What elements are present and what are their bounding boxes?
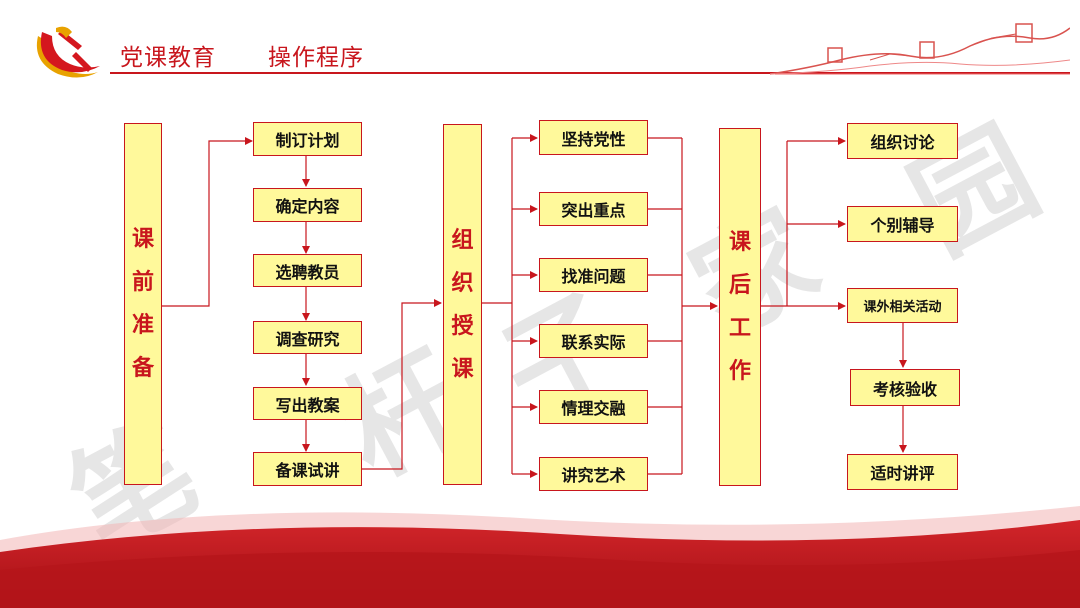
task-box: 个别辅导 — [847, 206, 958, 242]
point-box: 坚持党性 — [539, 120, 648, 155]
stage-box-teach: 组 织 授 课 — [443, 124, 482, 485]
header-title-right: 操作程序 — [268, 45, 364, 71]
step-box: 选聘教员 — [253, 254, 362, 287]
stage-label-char: 准 — [131, 313, 154, 338]
point-box: 讲究艺术 — [539, 457, 648, 491]
stage-label-char: 授 — [451, 313, 474, 339]
stage-label-char: 作 — [728, 359, 751, 384]
footer-wave — [0, 506, 1080, 608]
stage-label-char: 织 — [451, 270, 474, 296]
point-box: 找准问题 — [539, 258, 648, 292]
step-box: 写出教案 — [253, 387, 362, 420]
stage-label-char: 组 — [451, 227, 474, 253]
stage-box-prep: 课 前 准 备 — [124, 123, 162, 485]
header: 党课教育 操作程序 — [0, 0, 1080, 80]
step-box: 备课试讲 — [253, 452, 362, 486]
step-box: 确定内容 — [253, 188, 362, 222]
hammer-sickle-icon — [36, 26, 100, 78]
stage-label-char: 工 — [728, 316, 751, 341]
step-box: 调查研究 — [253, 321, 362, 354]
task-box: 课外相关活动 — [847, 288, 958, 323]
stage-label-char: 前 — [131, 270, 154, 295]
point-box: 情理交融 — [539, 390, 648, 424]
great-wall-icon — [770, 23, 1070, 75]
step-box: 制订计划 — [253, 122, 362, 156]
stage-label-char: 备 — [131, 356, 154, 381]
header-title-left: 党课教育 — [120, 45, 216, 71]
stage-label-char: 课 — [451, 356, 474, 382]
task-box: 组织讨论 — [847, 123, 958, 159]
header-underline — [110, 72, 1070, 74]
stage-box-after: 课 后 工 作 — [719, 128, 761, 486]
stage-label-char: 课 — [728, 230, 751, 255]
task-box: 考核验收 — [850, 369, 960, 406]
task-box: 适时讲评 — [847, 454, 958, 490]
point-box: 联系实际 — [539, 324, 648, 358]
stage-label-char: 课 — [131, 227, 154, 252]
point-box: 突出重点 — [539, 192, 648, 226]
stage-label-char: 后 — [728, 273, 751, 298]
